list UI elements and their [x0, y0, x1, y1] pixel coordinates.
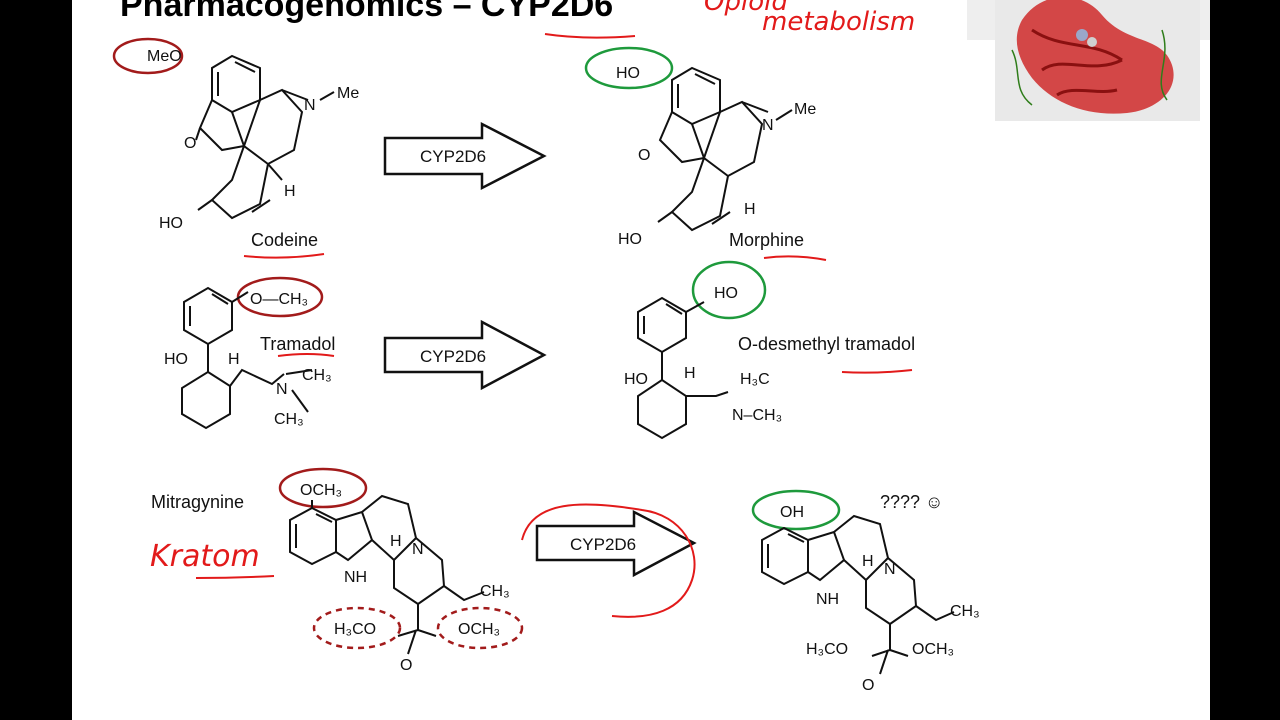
svg-text:HO: HO [618, 231, 642, 248]
mitragynine-structure: Mitragynine Kratom OCH₃ NH N H CH₃ O H₃C… [150, 467, 524, 674]
svg-text:NH: NH [816, 591, 839, 608]
svg-text:H₃C: H₃C [740, 371, 770, 388]
svg-text:OCH₃: OCH₃ [300, 482, 342, 499]
svg-text:H: H [684, 365, 696, 382]
morphine-structure: HO O N Me HO H Morphine [584, 46, 827, 261]
svg-text:N: N [762, 117, 774, 134]
morphine-label: Morphine [729, 230, 804, 250]
svg-text:H₃CO: H₃CO [334, 621, 376, 638]
svg-text:N: N [304, 97, 316, 114]
svg-text:H: H [284, 183, 296, 200]
odt-hydroxyl-circle [691, 260, 767, 320]
odt-label: O-desmethyl tramadol [738, 334, 915, 354]
codeine-structure: MeO O N Me HO H Codeine [112, 37, 359, 259]
codeine-label: Codeine [251, 230, 318, 250]
title-underline-mark [544, 33, 636, 39]
svg-text:HO: HO [714, 285, 738, 302]
svg-text:CH₃: CH₃ [950, 603, 980, 620]
svg-text:Me: Me [794, 101, 816, 118]
svg-text:O: O [638, 147, 650, 164]
svg-text:O: O [862, 677, 874, 694]
tramadol-structure: O—CH₃ HO H N CH₃ CH₃ Tramadol [164, 276, 335, 430]
kratom-note: Kratom [150, 539, 260, 574]
svg-text:CYP2D6: CYP2D6 [570, 535, 636, 554]
svg-text:N: N [276, 381, 288, 398]
tramadol-label: Tramadol [260, 334, 335, 354]
mitragynine-metabolite-structure: OH ???? ☺ NH N H CH₃ H₃CO OCH₃ O [751, 489, 980, 694]
cyp2d6-arrow-1: CYP2D6 [383, 121, 547, 191]
svg-text:CH₃: CH₃ [480, 583, 510, 600]
codeine-methoxy-circle [112, 37, 184, 75]
tramadol-methoxy-circle [236, 276, 324, 318]
svg-text:OCH₃: OCH₃ [912, 641, 954, 658]
svg-text:HO: HO [159, 215, 183, 232]
ester-right-circle [436, 606, 524, 650]
svg-text:N: N [884, 561, 896, 578]
annotation-metabolism: metabolism [762, 7, 915, 37]
svg-text:O: O [184, 135, 196, 152]
svg-text:Me: Me [337, 85, 359, 102]
svg-text:H: H [744, 201, 756, 218]
codeine-meo-label: MeO [147, 48, 182, 65]
mitragynine-label: Mitragynine [151, 492, 244, 512]
svg-text:H₃CO: H₃CO [806, 641, 848, 658]
svg-text:N–CH₃: N–CH₃ [732, 407, 782, 424]
svg-text:O—CH₃: O—CH₃ [250, 291, 308, 308]
slide: Pharmacogenomics – CYP2D6 Opioid metabol… [72, 0, 1210, 720]
mitragynine-methoxy-circle [278, 467, 368, 509]
o-desmethyl-tramadol-structure: HO HO H H₃C N–CH₃ O-desmethyl tramadol [624, 260, 915, 440]
svg-text:NH: NH [344, 569, 367, 586]
morphine-hydroxyl-circle [584, 46, 674, 90]
svg-text:H: H [862, 553, 874, 570]
svg-text:HO: HO [616, 65, 640, 82]
svg-text:N: N [412, 541, 424, 558]
cyp2d6-protein-image [967, 0, 1210, 121]
slide-title: Pharmacogenomics – CYP2D6 [120, 0, 614, 24]
cyp2d6-arrow-3: CYP2D6 [521, 503, 697, 618]
cyp2d6-arrow-2: CYP2D6 [383, 319, 547, 391]
svg-text:O: O [400, 657, 412, 674]
svg-text:CH₃: CH₃ [302, 367, 332, 384]
unknown-note: ???? ☺ [880, 492, 943, 512]
metabolite-hydroxyl-circle [751, 489, 841, 531]
svg-text:CYP2D6: CYP2D6 [420, 147, 486, 166]
svg-text:CYP2D6: CYP2D6 [420, 347, 486, 366]
svg-text:OH: OH [780, 504, 804, 521]
annotation-opioid: Opioid [704, 0, 788, 17]
svg-text:OCH₃: OCH₃ [458, 621, 500, 638]
svg-text:HO: HO [164, 351, 188, 368]
svg-text:HO: HO [624, 371, 648, 388]
slide-canvas: Opioid metabolism MeO O [112, 0, 1210, 694]
svg-text:H: H [228, 351, 240, 368]
svg-text:H: H [390, 533, 402, 550]
svg-text:CH₃: CH₃ [274, 411, 304, 428]
ester-left-circle [312, 606, 402, 650]
